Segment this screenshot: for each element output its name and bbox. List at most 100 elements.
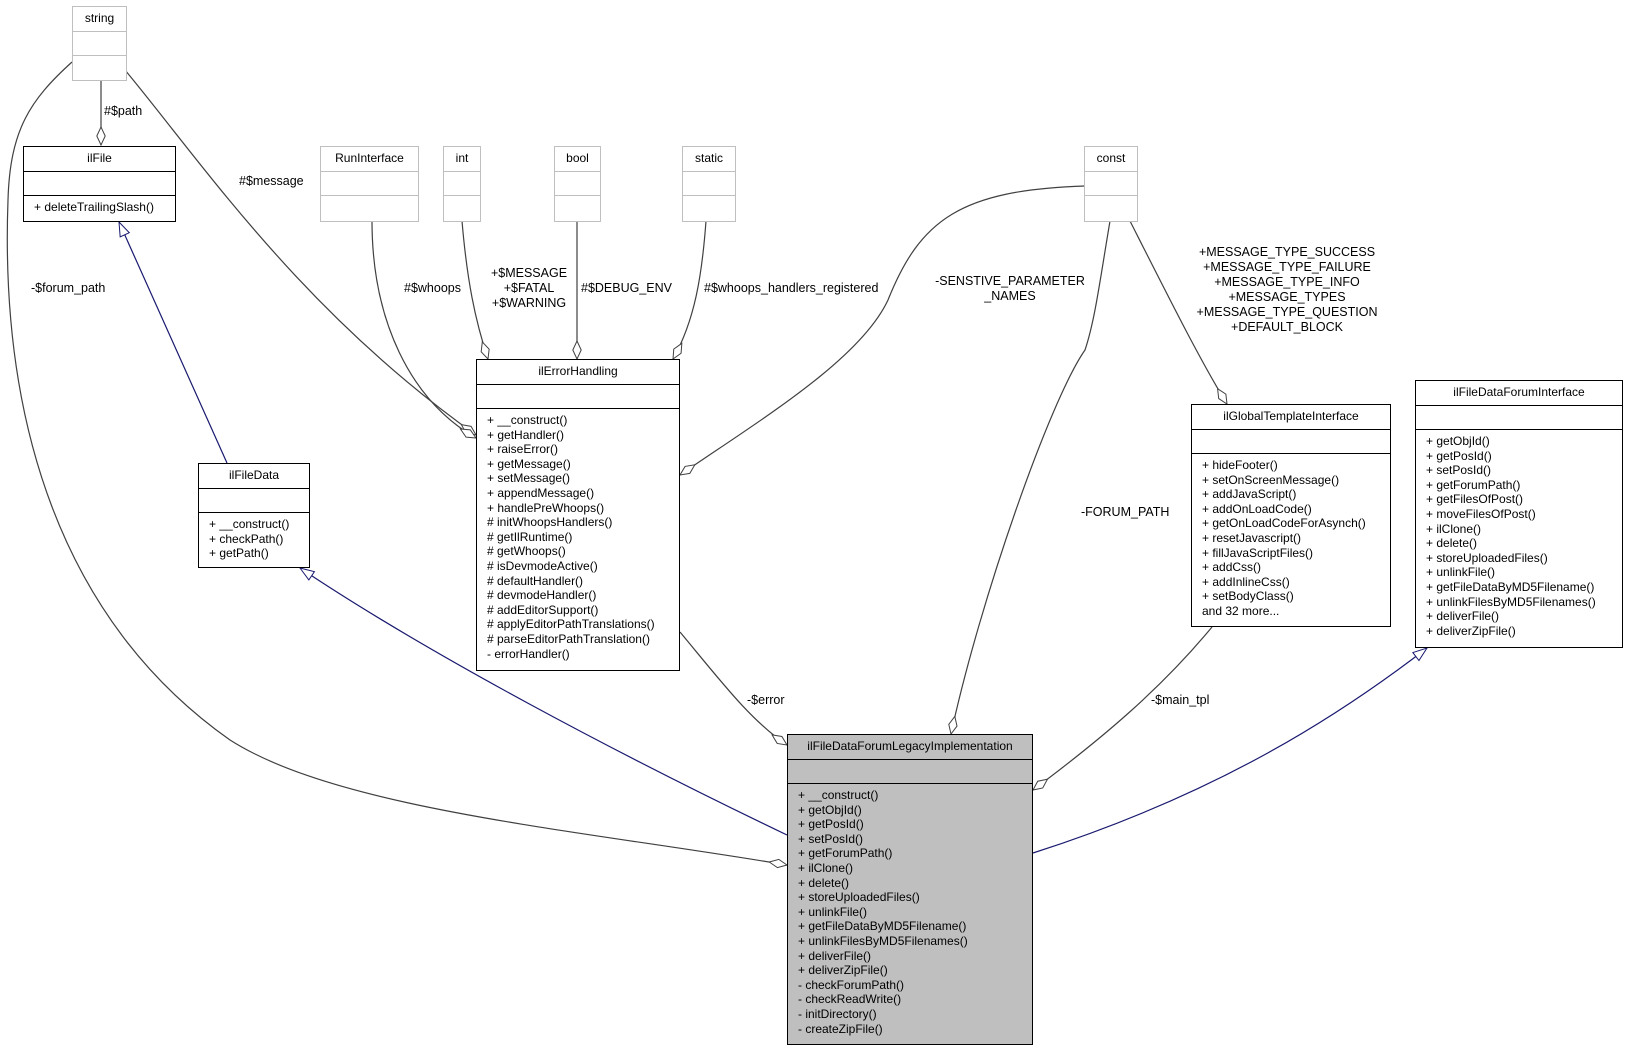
- edge-message: [124, 69, 476, 435]
- operation: + getHandler(): [487, 427, 565, 442]
- operation: - initDirectory(): [798, 1006, 877, 1021]
- class-title: ilErrorHandling: [538, 364, 618, 378]
- operation: + getForumPath(): [798, 846, 893, 861]
- operation: # parseEditorPathTranslation(): [487, 631, 650, 646]
- edge-label-debug-env: #$DEBUG_ENV: [581, 281, 673, 295]
- class-title: ilFileData: [228, 468, 279, 482]
- operation: + getForumPath(): [1426, 477, 1521, 492]
- edge-forum-path-const: [951, 220, 1111, 734]
- operation: + checkPath(): [209, 531, 284, 546]
- edge-label-path: #$path: [104, 104, 143, 118]
- operation: + addJavaScript(): [1202, 487, 1297, 502]
- operation: - createZipFile(): [798, 1021, 883, 1036]
- class-title: int: [455, 151, 469, 165]
- edge-label-message: #$message: [239, 174, 304, 188]
- operation: # devmodeHandler(): [487, 588, 597, 603]
- operation: + getPath(): [209, 546, 269, 561]
- operations-list: + __construct()+ getHandler()+ raiseErro…: [477, 408, 679, 664]
- operation: + getPosId(): [798, 817, 864, 832]
- operation: + getFilesOfPost(): [1426, 492, 1524, 507]
- operation: # isDevmodeActive(): [487, 558, 598, 573]
- operation: + delete(): [798, 875, 850, 890]
- operation: + setPosId(): [798, 831, 864, 846]
- operation: - checkReadWrite(): [798, 992, 902, 1007]
- class-runinterface[interactable]: RunInterface: [320, 146, 419, 222]
- operation: # addEditorSupport(): [487, 602, 599, 617]
- class-title: bool: [566, 151, 589, 165]
- operation: + addCss(): [1202, 560, 1262, 575]
- edge-label-whoops: #$whoops: [404, 281, 461, 295]
- edge-sensitive-parameter-names: [680, 185, 1086, 475]
- class-ilfile[interactable]: ilFile + deleteTrailingSlash(): [23, 146, 176, 222]
- class-string[interactable]: string: [72, 6, 127, 81]
- operation: + __construct(): [209, 517, 290, 531]
- operation: + getOnLoadCodeForAsynch(): [1202, 516, 1366, 531]
- class-const[interactable]: const: [1084, 146, 1138, 222]
- operation: + deliverZipFile(): [798, 963, 888, 978]
- class-title: string: [84, 11, 115, 25]
- operation: and 32 more...: [1202, 603, 1280, 618]
- operation: + appendMessage(): [487, 485, 595, 500]
- edge-label-message-constants: +$MESSAGE +$FATAL +$WARNING: [490, 266, 568, 310]
- operations-list: + __construct()+ checkPath()+ getPath(): [199, 512, 309, 564]
- operation: + getObjId(): [798, 802, 862, 817]
- edge-label-forum-path-const: -FORUM_PATH: [1081, 505, 1170, 519]
- class-title: RunInterface: [335, 151, 404, 165]
- operation: + addInlineCss(): [1202, 574, 1290, 589]
- operation: + raiseError(): [487, 442, 559, 457]
- class-title: ilFile: [87, 151, 112, 165]
- edge-label-error: -$error: [747, 693, 785, 707]
- edge-legacy-to-forum-interface: [1032, 648, 1427, 854]
- edge-main-tpl: [1033, 626, 1213, 790]
- operation: + getFileDataByMD5Filename(): [1426, 579, 1595, 594]
- operation: + unlinkFile(): [798, 904, 868, 919]
- operation: + deleteTrailingSlash(): [34, 200, 154, 214]
- class-title: ilGlobalTemplateInterface: [1223, 409, 1359, 423]
- operation: + moveFilesOfPost(): [1426, 506, 1536, 521]
- operation: + getObjId(): [1426, 434, 1490, 448]
- class-title: ilFileDataForumLegacyImplementation: [807, 739, 1013, 753]
- edge-label-message-types: +MESSAGE_TYPE_SUCCESS +MESSAGE_TYPE_FAIL…: [1196, 245, 1378, 334]
- edge-label-main-tpl: -$main_tpl: [1151, 693, 1210, 707]
- class-bool[interactable]: bool: [554, 146, 601, 222]
- operation: + unlinkFilesByMD5Filenames(): [1426, 594, 1596, 609]
- operation: + ilClone(): [798, 860, 854, 875]
- operation: + storeUploadedFiles(): [1426, 550, 1548, 565]
- edge-whoops: [371, 220, 476, 438]
- operation: + __construct(): [798, 788, 879, 802]
- operation: + resetJavascript(): [1202, 530, 1302, 545]
- operation: + __construct(): [487, 413, 568, 427]
- edge-forum-path: [6, 61, 787, 865]
- operations-list: + hideFooter()+ setOnScreenMessage()+ ad…: [1192, 453, 1390, 622]
- operation: - errorHandler(): [487, 646, 570, 661]
- edge-ilfiledata-to-ilfile: [119, 222, 228, 464]
- class-int[interactable]: int: [443, 146, 481, 222]
- operation: + setBodyClass(): [1202, 589, 1294, 604]
- edge-message-types: [1129, 220, 1227, 404]
- operation: # applyEditorPathTranslations(): [487, 617, 655, 632]
- class-static[interactable]: static: [682, 146, 736, 222]
- operation: + setPosId(): [1426, 463, 1492, 478]
- class-ilglobaltemplateinterface[interactable]: ilGlobalTemplateInterface + hideFooter()…: [1191, 404, 1391, 627]
- operation: + setOnScreenMessage(): [1202, 472, 1340, 487]
- operation: + getFileDataByMD5Filename(): [798, 919, 967, 934]
- class-ilerrorhandling[interactable]: ilErrorHandling + __construct()+ getHand…: [476, 359, 680, 671]
- operation: # getIlRuntime(): [487, 529, 573, 544]
- operation: + deliverFile(): [1426, 609, 1500, 624]
- operation: # getWhoops(): [487, 544, 566, 559]
- operation: + ilClone(): [1426, 521, 1482, 536]
- operation: + addOnLoadCode(): [1202, 501, 1312, 516]
- operation: - checkForumPath(): [798, 977, 905, 992]
- operation: + deliverZipFile(): [1426, 623, 1516, 638]
- class-ilfiledata[interactable]: ilFileData + __construct()+ checkPath()+…: [198, 463, 310, 568]
- operations-list: + deleteTrailingSlash(): [24, 195, 175, 218]
- operation: + handlePreWhoops(): [487, 500, 605, 515]
- class-ilfiledataforuminterface[interactable]: ilFileDataForumInterface + getObjId()+ g…: [1415, 380, 1623, 648]
- operation: + fillJavaScriptFiles(): [1202, 545, 1314, 560]
- operation: + getPosId(): [1426, 448, 1492, 463]
- class-ilfiledataforumlegacyimplementation[interactable]: ilFileDataForumLegacyImplementation + __…: [787, 734, 1033, 1045]
- edge-label-whoops-handlers-registered: #$whoops_handlers_registered: [704, 281, 879, 295]
- operation: + hideFooter(): [1202, 458, 1278, 472]
- operation: + getMessage(): [487, 456, 571, 471]
